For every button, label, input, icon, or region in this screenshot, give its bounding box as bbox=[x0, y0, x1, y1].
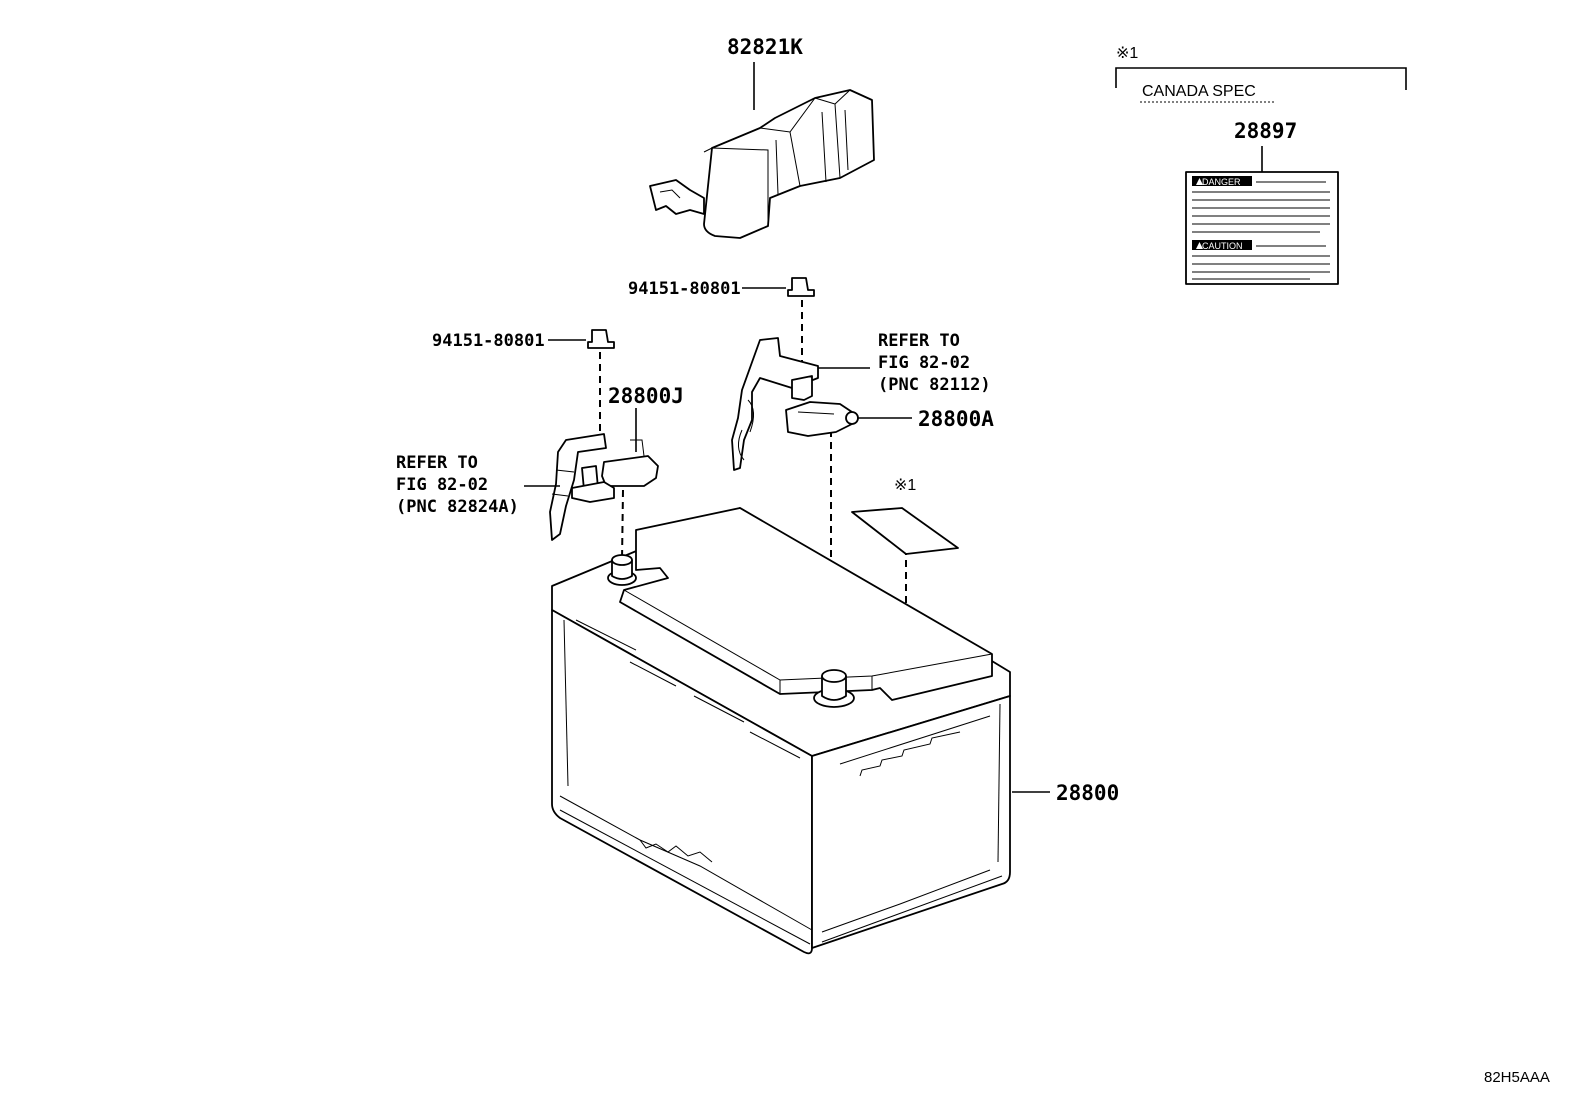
refer-pos-line3: (PNC 82112) bbox=[878, 375, 991, 395]
battery-drawing bbox=[551, 507, 1011, 955]
canada-spec-box: ※1 CANADA SPEC bbox=[1115, 45, 1407, 103]
refer-pos-line2: FIG 82-02 bbox=[878, 353, 970, 373]
positive-terminal-drawing bbox=[731, 337, 859, 471]
refer-note-positive: REFER TO FIG 82-02 (PNC 82112) bbox=[878, 331, 991, 395]
refer-note-negative: REFER TO FIG 82-02 (PNC 82824A) bbox=[396, 453, 519, 517]
refer-neg-line2: FIG 82-02 bbox=[396, 475, 488, 495]
callout-28800a: 28800A bbox=[918, 407, 994, 431]
danger-tag-text: DANGER bbox=[1202, 177, 1241, 187]
callout-94151-80801-left: 94151-80801 bbox=[432, 331, 545, 351]
refer-neg-line3: (PNC 82824A) bbox=[396, 497, 519, 517]
callout-28800j: 28800J bbox=[608, 384, 684, 408]
terminal-cover-drawing bbox=[649, 89, 875, 239]
caution-tag bbox=[1192, 240, 1252, 250]
refer-pos-line1: REFER TO bbox=[878, 331, 960, 351]
callout-28800: 28800 bbox=[1056, 781, 1119, 805]
refer-neg-line1: REFER TO bbox=[396, 453, 478, 473]
danger-tag bbox=[1192, 176, 1252, 186]
spec-marker: ※1 bbox=[1116, 45, 1138, 62]
battery-label-marker: ※1 bbox=[894, 477, 916, 494]
callout-94151-80801-top: 94151-80801 bbox=[628, 279, 741, 299]
figure-code: 82H5AAA bbox=[1484, 1069, 1550, 1086]
caution-tag-text: CAUTION bbox=[1202, 241, 1243, 251]
callout-28897: 28897 bbox=[1234, 119, 1297, 143]
warning-label-drawing: DANGER CAUTION bbox=[1185, 171, 1339, 285]
spec-title: CANADA SPEC bbox=[1142, 83, 1256, 100]
negative-terminal-drawing bbox=[549, 433, 659, 541]
callout-82821k: 82821K bbox=[727, 35, 803, 59]
clamp-bolt-left bbox=[587, 329, 615, 349]
clamp-bolt-top bbox=[787, 277, 815, 297]
